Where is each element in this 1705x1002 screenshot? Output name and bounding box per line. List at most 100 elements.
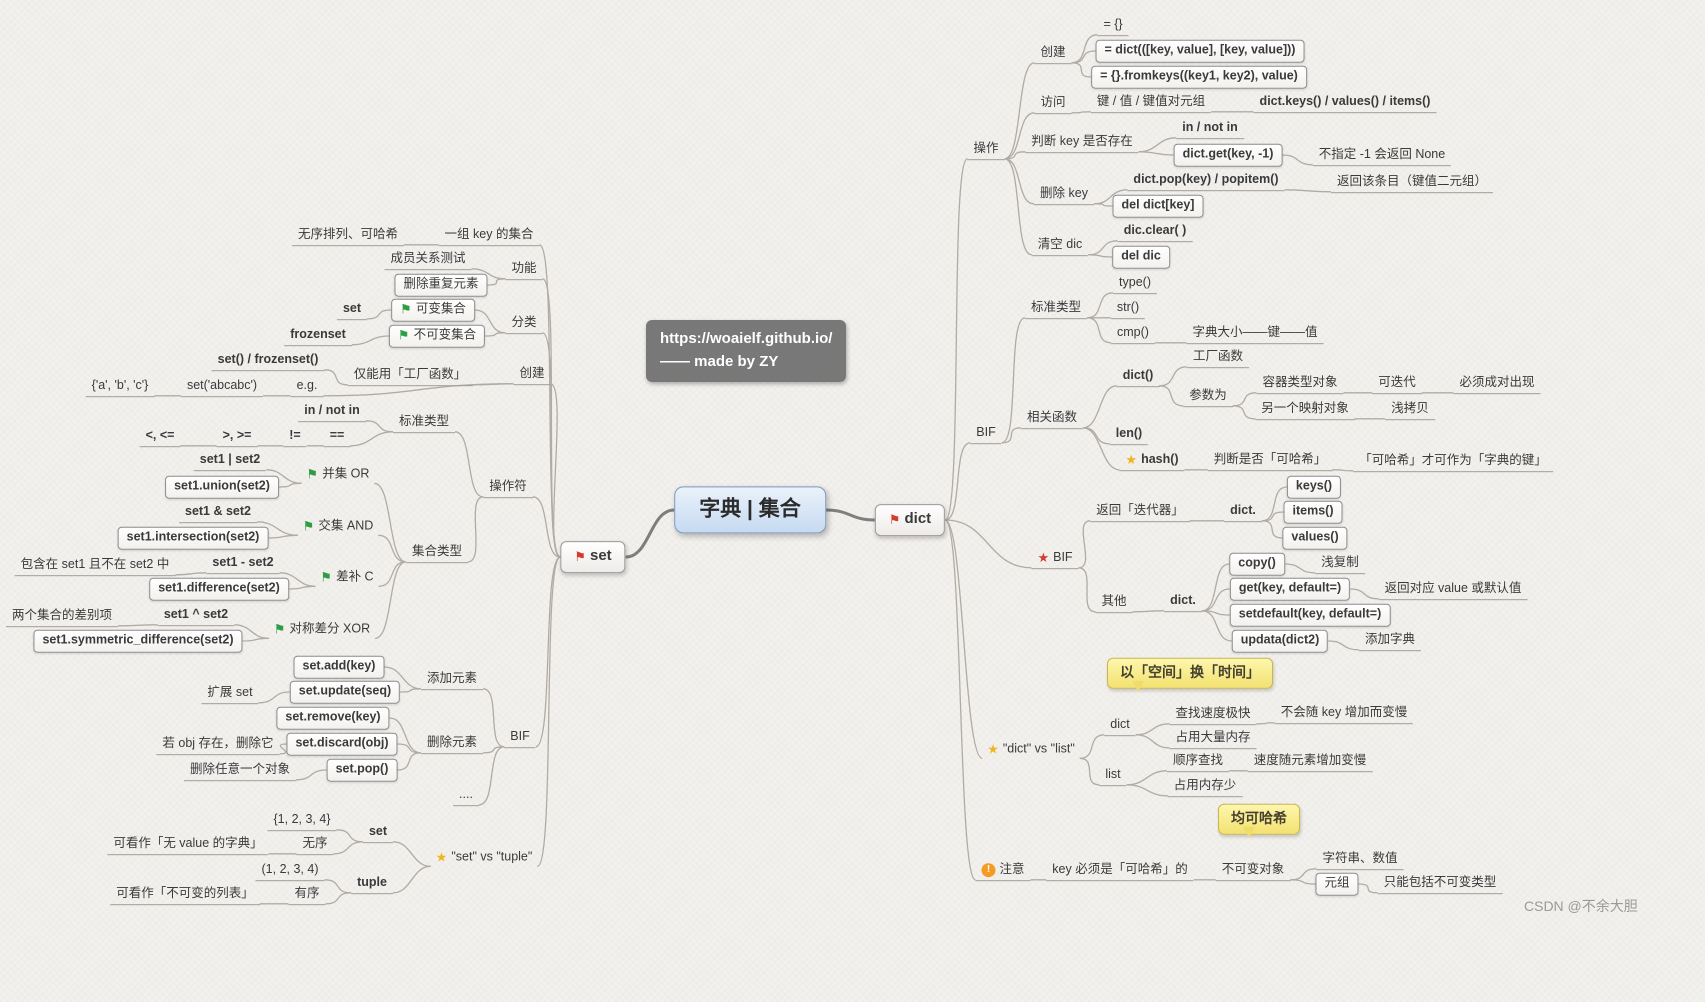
- r-pairs[interactable]: 必须成对出现: [1453, 374, 1541, 394]
- r-dictdot1[interactable]: dict.: [1224, 502, 1262, 522]
- r-lenfn[interactable]: len(): [1109, 425, 1149, 445]
- l-union-expr[interactable]: set1 | set2: [193, 451, 267, 471]
- l-wuxu[interactable]: 无序: [296, 835, 334, 855]
- r-popnote[interactable]: 返回该条目（键值二元组）: [1330, 173, 1494, 193]
- l-tuple-literal[interactable]: (1, 2, 3, 4): [255, 861, 325, 881]
- r-strfn[interactable]: str(): [1110, 299, 1146, 319]
- l-setabcabc[interactable]: set('abcabc'): [180, 377, 264, 397]
- l-setname[interactable]: set: [336, 300, 368, 320]
- l-remove[interactable]: set.remove(key): [276, 706, 390, 730]
- l-update[interactable]: set.update(seq): [289, 680, 401, 704]
- r-tuplenote[interactable]: 只能包括不可变类型: [1377, 874, 1503, 894]
- set-main[interactable]: ⚑set: [560, 541, 626, 573]
- r-bif2[interactable]: ★BIF: [1031, 549, 1079, 569]
- l-delel[interactable]: 删除元素: [420, 734, 484, 754]
- l-union-fn[interactable]: set1.union(set2): [165, 475, 279, 499]
- r-factoryfn[interactable]: 工厂函数: [1186, 348, 1250, 368]
- l-extend[interactable]: 扩展 set: [201, 684, 259, 704]
- l-delany[interactable]: 删除任意一个对象: [183, 761, 297, 781]
- r-param[interactable]: 参数为: [1183, 387, 1233, 407]
- r-bif[interactable]: BIF: [970, 424, 1002, 444]
- r-bigmem[interactable]: 占用大量内存: [1169, 729, 1257, 749]
- r-stdtype[interactable]: 标准类型: [1024, 299, 1088, 319]
- r-deldic[interactable]: del dic: [1112, 245, 1170, 269]
- r-iterable[interactable]: 可迭代: [1372, 374, 1422, 394]
- l-innotin[interactable]: in / not in: [298, 402, 366, 422]
- l-ge[interactable]: >, >=: [216, 427, 258, 447]
- r-fastnote[interactable]: 不会随 key 增加而变慢: [1274, 704, 1414, 724]
- r-seqnote[interactable]: 速度随元素增加变慢: [1247, 752, 1373, 772]
- l-xor-fn[interactable]: set1.symmetric_difference(set2): [33, 629, 243, 653]
- r-copynote[interactable]: 浅复制: [1315, 554, 1365, 574]
- l-pop[interactable]: set.pop(): [326, 758, 398, 782]
- r-kv[interactable]: 键 / 值 / 键值对元组: [1090, 93, 1212, 113]
- r-delkey[interactable]: 删除 key: [1034, 185, 1094, 205]
- r-values[interactable]: values(): [1282, 526, 1348, 550]
- root[interactable]: 字典 | 集合: [674, 486, 826, 534]
- r-immutable[interactable]: 不可变对象: [1215, 861, 1291, 881]
- l-vs[interactable]: ★"set" vs "tuple": [431, 849, 538, 868]
- r-popfn[interactable]: dict.pop(key) / popitem(): [1127, 171, 1285, 191]
- l-youxu[interactable]: 有序: [288, 885, 326, 905]
- l-add[interactable]: set.add(key): [293, 655, 385, 679]
- r-cmpnote[interactable]: 字典大小——键——值: [1186, 324, 1324, 344]
- l-xor-expr[interactable]: set1 ^ set2: [157, 606, 235, 626]
- r-create[interactable]: 创建: [1034, 44, 1072, 64]
- r-typefn[interactable]: type(): [1113, 274, 1157, 294]
- r-empty[interactable]: = {}: [1097, 16, 1129, 36]
- l-frozenset[interactable]: frozenset: [284, 326, 352, 346]
- r-hashfn[interactable]: ★hash(): [1119, 451, 1185, 471]
- l-vs-tuple[interactable]: tuple: [351, 874, 393, 894]
- l-dedup[interactable]: 删除重复元素: [394, 273, 488, 297]
- l-inter-expr[interactable]: set1 & set2: [178, 503, 258, 523]
- r-fast[interactable]: 查找速度极快: [1169, 705, 1257, 725]
- r-space-time[interactable]: 以「空间」换「时间」: [1107, 657, 1273, 691]
- l-diff-fn[interactable]: set1.difference(set2): [149, 577, 289, 601]
- l-setfrozenfn[interactable]: set() / frozenset(): [211, 351, 325, 371]
- dict-main[interactable]: ⚑dict: [874, 504, 946, 536]
- l-inter-fn[interactable]: set1.intersection(set2): [117, 526, 269, 550]
- l-dots[interactable]: ....: [453, 786, 479, 806]
- r-dictget[interactable]: dict.get(key, -1): [1173, 143, 1283, 167]
- l-immutable[interactable]: ⚑不可变集合: [388, 324, 486, 348]
- r-iterator[interactable]: 返回「迭代器」: [1090, 502, 1190, 522]
- l-le[interactable]: <, <=: [139, 427, 181, 447]
- r-container[interactable]: 容器类型对象: [1256, 374, 1344, 394]
- l-keyset[interactable]: 一组 key 的集合: [438, 226, 540, 246]
- r-deldictkey[interactable]: del dict[key]: [1112, 194, 1204, 218]
- l-ne[interactable]: !=: [283, 427, 307, 447]
- r-getnote[interactable]: 不指定 -1 会返回 None: [1312, 146, 1452, 166]
- r-strnum[interactable]: 字符串、数值: [1316, 850, 1404, 870]
- r-keys[interactable]: keys(): [1286, 475, 1342, 499]
- l-unordered[interactable]: 无序排列、可哈希: [291, 226, 405, 246]
- l-union-flag[interactable]: ⚑并集 OR: [302, 466, 375, 485]
- l-vs-set[interactable]: set: [362, 823, 394, 843]
- l-stdtype[interactable]: 标准类型: [392, 413, 456, 433]
- r-updata[interactable]: updata(dict2): [1231, 629, 1329, 653]
- r-seqsearch[interactable]: 顺序查找: [1166, 752, 1230, 772]
- r-items[interactable]: items(): [1283, 500, 1343, 524]
- l-member[interactable]: 成员关系测试: [384, 250, 472, 270]
- l-chuangjian[interactable]: 创建: [513, 365, 551, 385]
- l-gongneng[interactable]: 功能: [505, 260, 543, 280]
- r-tuple[interactable]: 元组: [1315, 872, 1359, 896]
- l-caozuofu[interactable]: 操作符: [483, 478, 533, 498]
- l-ifobj[interactable]: 若 obj 存在，删除它: [156, 735, 280, 755]
- r-cleardic[interactable]: 清空 dic: [1031, 236, 1089, 256]
- r-innotin[interactable]: in / not in: [1176, 119, 1244, 139]
- r-lessmem[interactable]: 占用内存少: [1167, 777, 1243, 797]
- l-abcset[interactable]: {'a', 'b', 'c'}: [85, 377, 155, 397]
- r-clearfn[interactable]: dic.clear( ): [1117, 222, 1193, 242]
- l-diff-note[interactable]: 包含在 set1 且不在 set2 中: [14, 556, 176, 576]
- r-fromkeys[interactable]: = {}.fromkeys((key1, key2), value): [1091, 65, 1307, 89]
- l-inter-flag[interactable]: ⚑交集 AND: [298, 518, 379, 537]
- l-diff-expr[interactable]: set1 - set2: [206, 554, 280, 574]
- l-eg[interactable]: e.g.: [290, 377, 324, 397]
- r-copy[interactable]: copy(): [1229, 552, 1285, 576]
- r-other[interactable]: 其他: [1095, 593, 1133, 613]
- r-relfn[interactable]: 相关函数: [1020, 409, 1084, 429]
- r-dictdot2[interactable]: dict.: [1164, 592, 1202, 612]
- r-vs[interactable]: ★"dict" vs "list": [982, 741, 1080, 760]
- r-mapping[interactable]: 另一个映射对象: [1255, 400, 1355, 420]
- r-dictfn[interactable]: dict(): [1116, 367, 1160, 387]
